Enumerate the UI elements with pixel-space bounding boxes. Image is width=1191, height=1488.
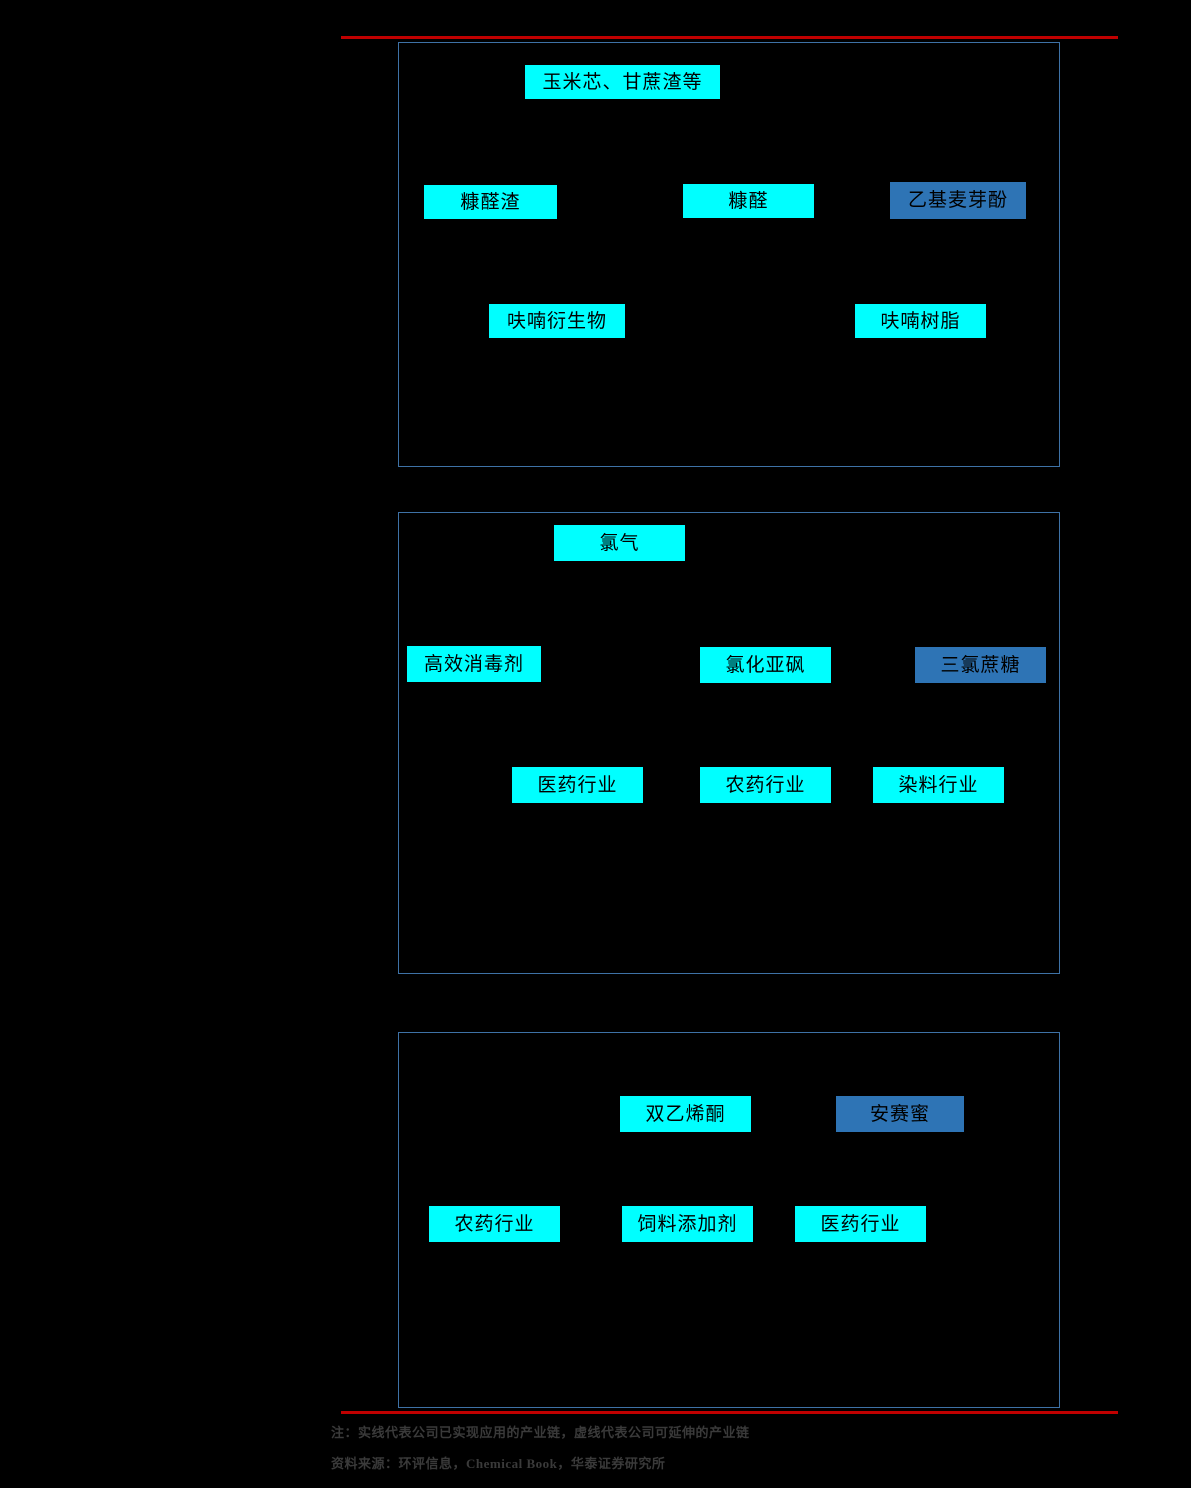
chain-node: 呋喃树脂: [855, 304, 986, 338]
top-red-rule: [341, 36, 1118, 39]
chain-node: 饲料添加剂: [622, 1206, 753, 1242]
panel-furfural-chain: 玉米芯、甘蔗渣等糠醛渣 糠醛 乙基麦芽酚呋喃衍生物 呋喃树脂: [398, 42, 1060, 467]
chain-node: 糠醛渣: [424, 185, 557, 219]
footnote-legend: 注：实线代表公司已实现应用的产业链，虚线代表公司可延伸的产业链: [331, 1425, 750, 1440]
chain-node: 氯气: [554, 525, 685, 561]
chain-node: 糠醛: [683, 184, 814, 218]
chain-node: 医药行业: [795, 1206, 926, 1242]
chain-node: 氯化亚砜: [700, 647, 831, 683]
chain-node: 玉米芯、甘蔗渣等: [525, 65, 720, 99]
chain-node: 农药行业: [700, 767, 831, 803]
chain-node: 三氯蔗糖: [915, 647, 1046, 683]
chain-node: 染料行业: [873, 767, 1004, 803]
chain-node: 安赛蜜: [836, 1096, 964, 1132]
footnote-source: 资料来源：环评信息，Chemical Book，华泰证券研究所: [331, 1456, 666, 1471]
chain-node: 呋喃衍生物: [489, 304, 625, 338]
chain-node: 双乙烯酮: [620, 1096, 751, 1132]
bottom-red-rule: [341, 1411, 1118, 1414]
panel-chlorine-chain: 氯气高效消毒剂 氯化亚砜 三氯蔗糖医药行业 农药行业 染料行业: [398, 512, 1060, 974]
chain-node: 高效消毒剂: [407, 646, 541, 682]
panel-diketene-chain: 双乙烯酮 安赛蜜农药行业 饲料添加剂 医药行业: [398, 1032, 1060, 1408]
chain-node: 农药行业: [429, 1206, 560, 1242]
chain-node: 乙基麦芽酚: [890, 182, 1026, 219]
chain-node: 医药行业: [512, 767, 643, 803]
